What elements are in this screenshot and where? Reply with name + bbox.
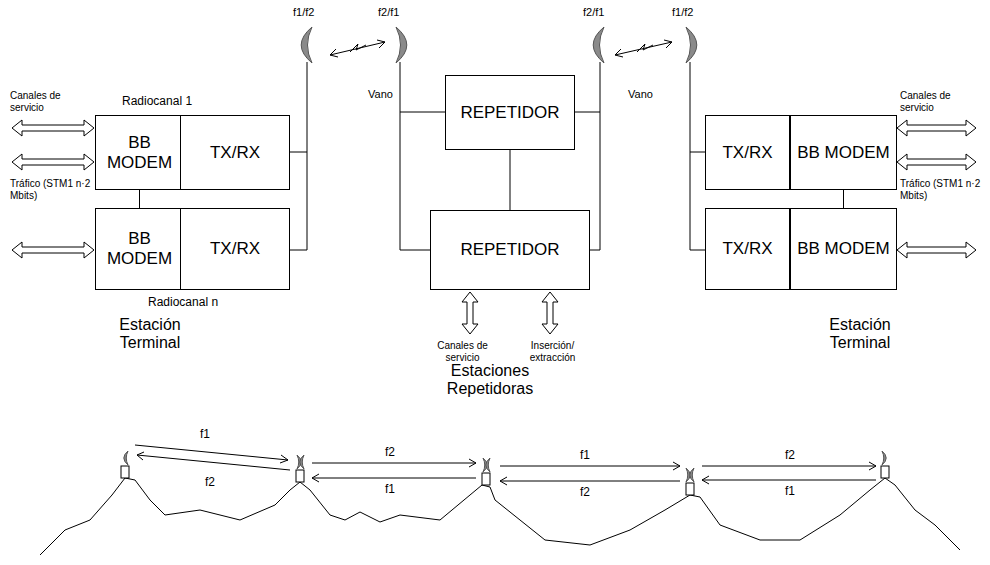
box-text: REPETIDOR	[457, 237, 562, 263]
annotation: f1	[785, 485, 805, 499]
equipment-box: TX/RX	[705, 208, 790, 290]
annotation: Canales de servicio	[900, 90, 980, 113]
annotation: Radiocanal 1	[122, 95, 232, 109]
equipment-box: BB MODEM	[790, 208, 897, 290]
equipment-box: BB MODEM	[95, 208, 184, 290]
antenna-dish	[396, 27, 407, 63]
annotation: f2	[580, 486, 600, 500]
connector	[510, 150, 511, 210]
antenna-dish	[486, 458, 490, 472]
double-arrow	[542, 292, 558, 334]
annotation: f1/f2	[293, 6, 333, 19]
equipment-box: TX/RX	[180, 208, 290, 290]
connector	[139, 190, 140, 208]
box-text: TX/RX	[207, 140, 263, 166]
annotation: f2/f1	[583, 6, 623, 19]
equipment-box: REPETIDOR	[430, 210, 590, 290]
double-arrow	[897, 154, 976, 170]
annotation: f2/f1	[378, 6, 418, 19]
annotation: f1	[200, 428, 220, 442]
annotation: Radiocanal n	[148, 296, 258, 310]
antenna-dish	[593, 27, 604, 63]
annotation: Tráfico (STM1 n·2 Mbits)	[10, 178, 92, 201]
box-text: BB MODEM	[96, 226, 183, 271]
towers	[121, 466, 889, 495]
box-text: TX/RX	[719, 236, 775, 262]
double-arrow	[897, 120, 976, 136]
annotation: f2	[385, 446, 405, 460]
annotation: Canales de servicio	[420, 340, 505, 363]
annotation: Vano	[368, 88, 408, 101]
equipment-box: BB MODEM	[95, 115, 184, 190]
double-arrow	[897, 242, 976, 258]
station-label: Estaciones Repetidoras	[420, 362, 560, 399]
box-text: BB MODEM	[794, 236, 893, 262]
box-text: TX/RX	[719, 140, 775, 166]
annotation: f1	[580, 449, 600, 463]
equipment-box: REPETIDOR	[445, 75, 575, 150]
annotation: f1/f2	[672, 6, 712, 19]
double-arrow	[462, 292, 478, 334]
link-arrows	[135, 445, 876, 485]
annotation: Vano	[628, 88, 668, 101]
box-text: TX/RX	[207, 236, 263, 262]
station-label: Estación Terminal	[810, 316, 910, 353]
annotation: f1	[385, 483, 405, 497]
box-text: BB MODEM	[794, 140, 893, 166]
antenna-dish	[124, 451, 128, 465]
antenna-dish	[301, 27, 312, 63]
antenna-dish	[882, 451, 886, 465]
annotation: Inserción/ extracción	[515, 340, 590, 363]
annotation: f2	[785, 449, 805, 463]
antenna-dish	[690, 468, 694, 482]
double-arrow	[12, 242, 94, 258]
connector	[843, 190, 844, 208]
double-arrow	[12, 154, 94, 170]
antenna-dish	[686, 27, 697, 63]
mountains	[40, 478, 960, 555]
double-arrow	[12, 120, 94, 136]
annotation: Canales de servicio	[10, 90, 90, 113]
station-label: Estación Terminal	[100, 316, 200, 353]
box-text: REPETIDOR	[457, 100, 562, 126]
antenna-dish	[300, 455, 304, 469]
equipment-box: BB MODEM	[790, 115, 897, 190]
antennas	[124, 27, 886, 482]
equipment-box: TX/RX	[705, 115, 790, 190]
annotation: Tráfico (STM1 n·2 Mbits)	[900, 178, 982, 201]
annotation: f2	[205, 476, 225, 490]
box-text: BB MODEM	[96, 130, 183, 175]
equipment-box: TX/RX	[180, 115, 290, 190]
